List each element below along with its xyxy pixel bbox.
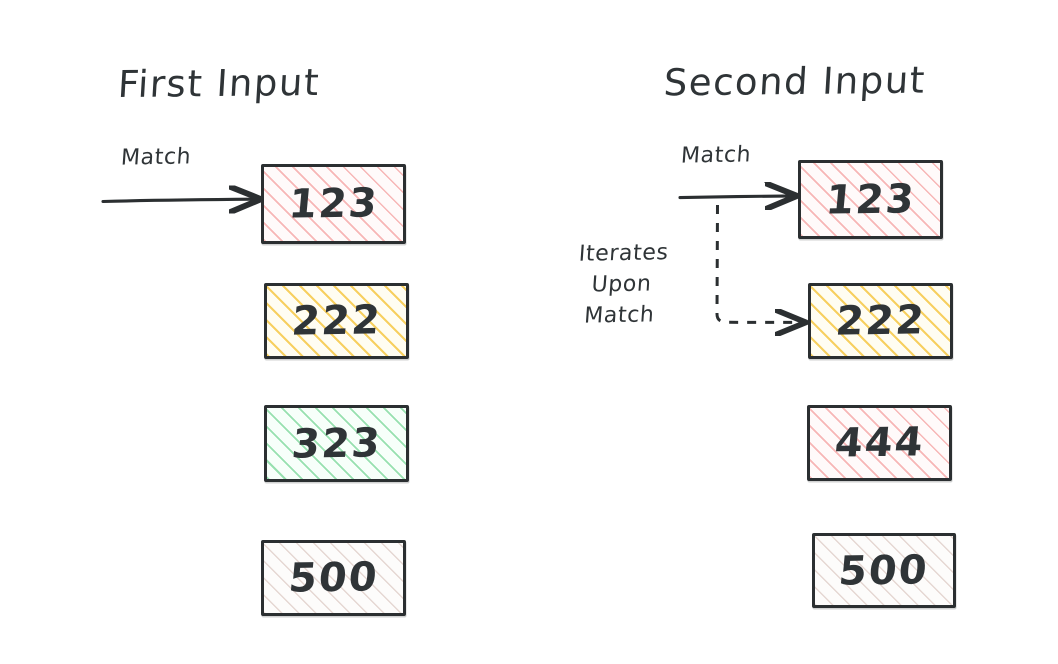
node-right-500[interactable]: 500 [812,533,956,608]
node-value: 222 [833,297,928,345]
label-left-match: Match [120,144,193,171]
node-right-222[interactable]: 222 [808,283,953,359]
node-right-123[interactable]: 123 [798,160,943,239]
node-value: 500 [286,554,381,602]
node-value: 444 [832,419,927,467]
label-right-match: Match [680,142,753,169]
node-left-123[interactable]: 123 [261,164,406,244]
node-left-323[interactable]: 323 [264,405,409,482]
node-left-500[interactable]: 500 [261,540,406,616]
node-value: 123 [286,180,381,228]
label-iterates-upon-match: Iterates Upon Match [577,240,670,330]
left-match-arrow [101,199,258,201]
right-match-arrow [678,196,794,198]
node-value: 323 [289,419,384,468]
column-title-second-input: Second Input [662,58,928,105]
node-value: 123 [823,175,918,224]
node-value: 500 [837,546,931,595]
iterate-arrow [715,204,803,322]
node-right-444[interactable]: 444 [807,405,952,481]
column-title-first-input: First Input [116,60,322,107]
node-left-222[interactable]: 222 [264,283,409,359]
node-value: 222 [289,297,384,345]
